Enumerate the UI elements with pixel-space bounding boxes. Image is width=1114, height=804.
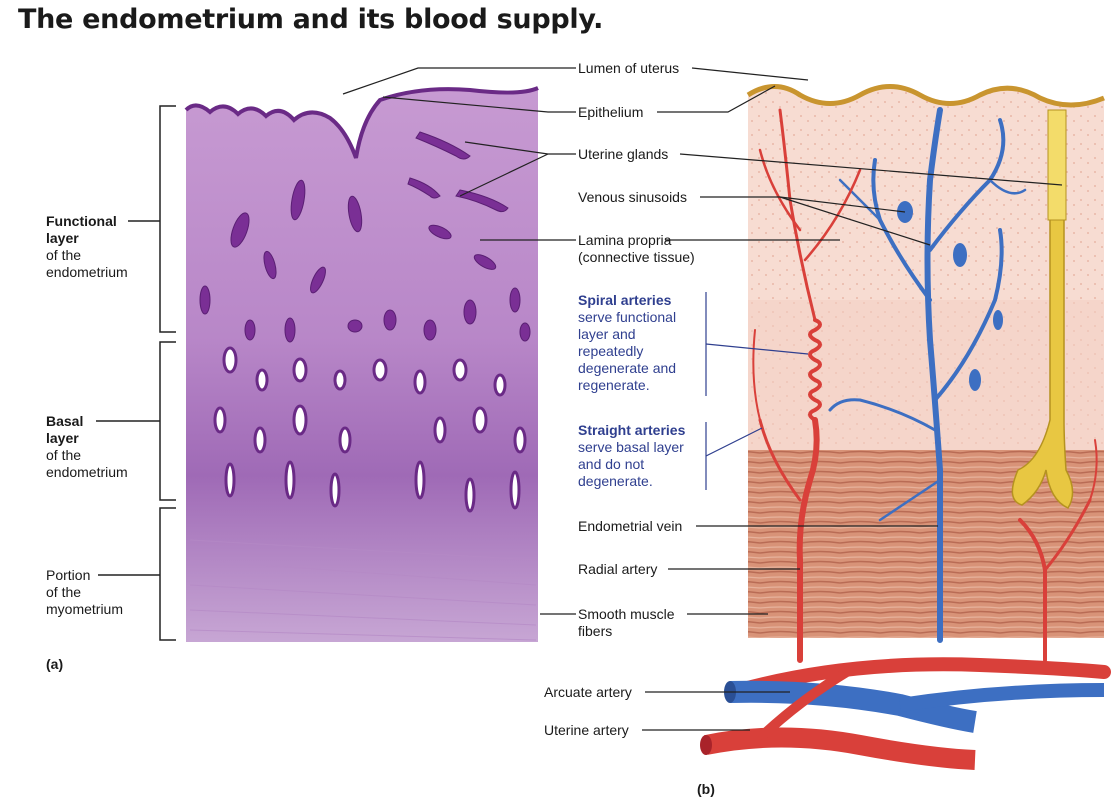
spiral-arteries-title: Spiral arteries [578, 292, 672, 308]
endometrial-vein-label: Endometrial vein [578, 518, 683, 534]
basal-layer-title: Basal [46, 413, 84, 429]
spiral-line5: degenerate and [578, 360, 677, 376]
histology-micrograph [184, 80, 539, 642]
panel-a-label: (a) [46, 656, 64, 672]
spiral-arteries-callout: Spiral arteries serve functional layer a… [578, 292, 676, 394]
basal-layer-title-2: layer [46, 430, 79, 446]
straight-line2: serve basal layer [578, 439, 684, 455]
spiral-line2: serve functional [578, 309, 677, 325]
uterine-glands-label: Uterine glands [578, 146, 669, 162]
lamina-propria-label: Lamina propria (connective tissue) [578, 232, 695, 266]
callout-leaders [705, 292, 809, 490]
epithelium-label: Epithelium [578, 104, 644, 120]
smooth-muscle-line1: Smooth muscle [578, 606, 675, 622]
straight-arteries-callout: Straight arteries serve basal layer and … [578, 422, 685, 490]
spiral-line3: layer and [578, 326, 636, 342]
uterine-artery-label: Uterine artery [544, 722, 629, 738]
smooth-muscle-label: Smooth muscle fibers [578, 606, 674, 640]
spiral-line6: regenerate. [578, 377, 650, 393]
layer-brackets [96, 105, 176, 641]
functional-layer-of: of the [46, 247, 82, 263]
myometrium-of: of the [46, 584, 82, 600]
functional-layer-title: Functional [46, 213, 117, 229]
lamina-propria-line2: (connective tissue) [578, 249, 695, 265]
smooth-muscle-line2: fibers [578, 623, 613, 639]
basal-layer-label: Basal layer of the endometrium [46, 413, 128, 481]
functional-layer-endometrium: endometrium [46, 264, 128, 280]
panel-b-label: (b) [697, 781, 715, 797]
functional-layer-label: Functional layer of the endometrium [46, 213, 128, 281]
myometrium-label: Portion of the myometrium [46, 567, 123, 618]
myometrium-portion: Portion [46, 567, 91, 583]
blood-supply-illustration [700, 84, 1111, 770]
functional-layer-title-2: layer [46, 230, 79, 246]
radial-artery-label: Radial artery [578, 561, 658, 577]
straight-line4: degenerate. [578, 473, 653, 489]
lamina-propria-line1: Lamina propria [578, 232, 672, 248]
lumen-label: Lumen of uterus [578, 60, 680, 76]
myometrium-title: myometrium [46, 601, 124, 617]
spiral-line4: repeatedly [578, 343, 644, 359]
straight-line3: and do not [578, 456, 645, 472]
straight-arteries-title: Straight arteries [578, 422, 686, 438]
figure-title: The endometrium and its blood supply. [18, 4, 604, 35]
venous-sinusoids-label: Venous sinusoids [578, 189, 687, 205]
basal-layer-endometrium: endometrium [46, 464, 128, 480]
basal-layer-of: of the [46, 447, 82, 463]
leader-lines [342, 67, 1063, 731]
arcuate-artery-label: Arcuate artery [544, 684, 632, 700]
